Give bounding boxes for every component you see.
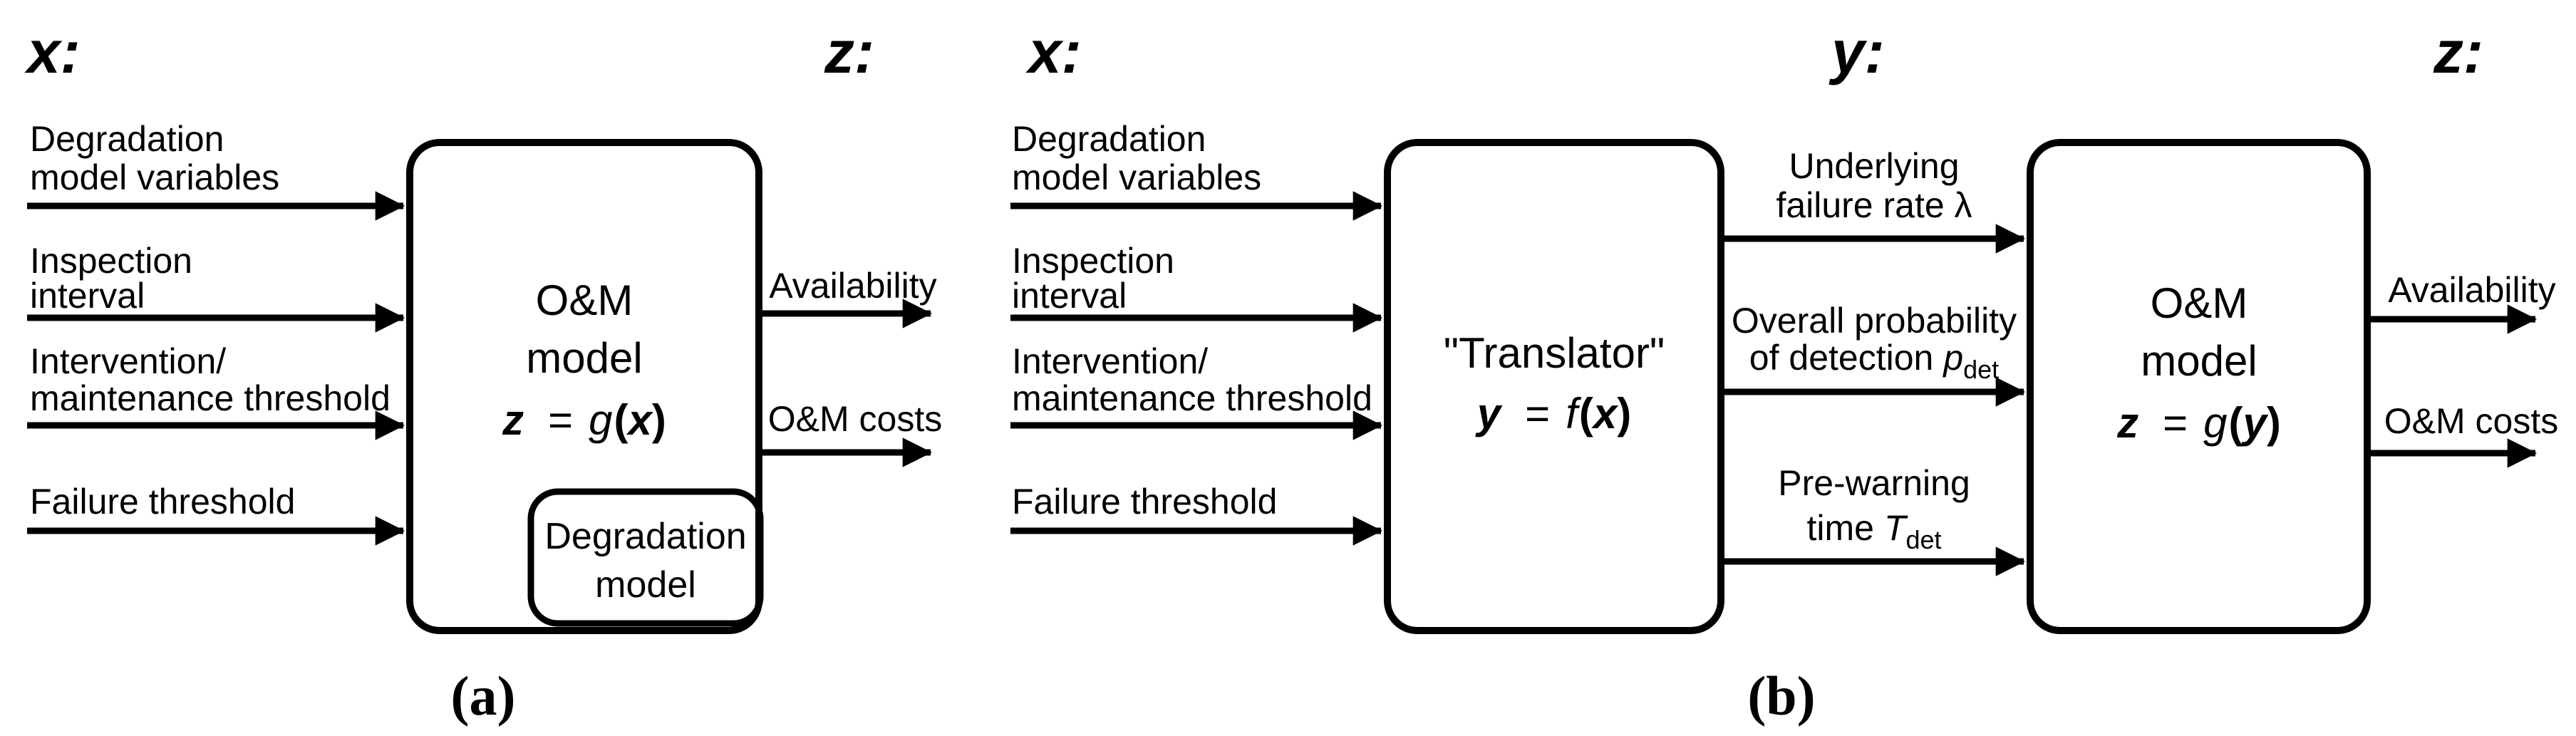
intermediate-label-line: time Tdet (1806, 508, 1941, 554)
om-model-box-a (406, 139, 762, 634)
input-label-line: interval (1012, 276, 1127, 316)
equation-arg: x (626, 396, 654, 444)
om-box-equation: z = g(x) (502, 396, 666, 444)
input-group-intervention-threshold-a: Intervention/ maintenance threshold (27, 341, 405, 440)
label-prefix: time (1806, 508, 1873, 548)
input-label-line: maintenance threshold (1012, 378, 1372, 418)
output-group-availability-b: Availability (2371, 270, 2556, 334)
equation-close-paren: ) (2267, 399, 2281, 447)
input-group-degradation-model-variables-b: Degradation model variables (1010, 119, 1383, 221)
intermediate-label-line: Underlying (1789, 146, 1959, 186)
equation-arg: x (1591, 390, 1619, 437)
input-group-inspection-interval-a: Inspection interval (27, 241, 405, 333)
om-box-title-line1: O&M (536, 276, 633, 324)
equation-lhs: z (502, 396, 524, 444)
input-label-line: Intervention/ (1012, 341, 1208, 381)
om-box-title-line1: O&M (2151, 279, 2248, 327)
caption-b: (b) (1747, 665, 1815, 727)
vector-label-z-b: z: (2433, 19, 2483, 85)
label-subscript: det (1905, 525, 1941, 554)
equation-function: f (1566, 390, 1581, 437)
input-group-degradation-model-variables-a: Degradation model variables (27, 119, 405, 221)
equation-lhs: y (1475, 390, 1503, 437)
om-box-title-line2: model (526, 334, 642, 382)
input-label-line: Failure threshold (1012, 482, 1277, 522)
equation-open-paren: ( (1579, 390, 1593, 437)
input-label-line: Failure threshold (30, 482, 295, 522)
translator-box-equation: y = f(x) (1475, 390, 1631, 437)
label-variable: T (1884, 508, 1908, 548)
intermediate-group-failure-rate: Underlying failure rate λ (1724, 146, 2026, 254)
label-variable: p (1942, 338, 1963, 378)
degradation-box-line2: model (595, 564, 696, 606)
equation-relation: = (548, 396, 573, 444)
om-box-title-line2: model (2141, 337, 2257, 385)
input-label-line: Degradation (30, 119, 224, 159)
input-group-inspection-interval-b: Inspection interval (1010, 241, 1383, 333)
degradation-box-line1: Degradation (544, 516, 746, 557)
translator-box (1384, 139, 1724, 634)
label-subscript: det (1963, 355, 1999, 384)
equation-close-paren: ) (1617, 390, 1631, 437)
label-prefix: of detection (1749, 338, 1934, 378)
equation-open-paren: ( (2229, 399, 2243, 447)
intermediate-label-line: Pre-warning (1778, 463, 1970, 503)
intermediate-label-line: failure rate λ (1776, 185, 1972, 225)
input-group-failure-threshold-b: Failure threshold (1010, 482, 1383, 546)
vector-label-x-a: x: (24, 19, 81, 85)
caption-a: (a) (451, 665, 516, 727)
input-label-line: model variables (30, 157, 279, 197)
input-label-line: Intervention/ (30, 341, 226, 381)
input-label-line: maintenance threshold (30, 378, 390, 418)
input-label-line: Inspection (30, 241, 192, 281)
equation-relation: = (1525, 390, 1550, 437)
input-label-line: Degradation (1012, 119, 1206, 159)
diagram-a: x: z: Degradation model variables Inspec… (24, 19, 942, 727)
input-label-line: model variables (1012, 157, 1261, 197)
intermediate-group-pre-warning-time: Pre-warning time Tdet (1724, 463, 2026, 576)
vector-label-z-a: z: (824, 19, 874, 85)
output-label: O&M costs (768, 399, 942, 439)
output-label: O&M costs (2384, 401, 2558, 441)
vector-label-x-b: x: (1025, 19, 1082, 85)
intermediate-label-line: Overall probability (1732, 301, 2017, 341)
om-model-box-b (2027, 139, 2371, 634)
input-group-intervention-threshold-b: Intervention/ maintenance threshold (1010, 341, 1383, 440)
equation-close-paren: ) (652, 396, 666, 444)
equation-relation: = (2163, 399, 2188, 447)
output-group-availability-a: Availability (762, 266, 937, 328)
om-box-equation: z = g(y) (2116, 399, 2281, 447)
equation-arg: y (2241, 399, 2269, 447)
translator-box-title: "Translator" (1444, 329, 1665, 377)
equation-lhs: z (2116, 399, 2138, 447)
output-label: Availability (769, 266, 936, 306)
input-group-failure-threshold-a: Failure threshold (27, 482, 405, 546)
output-label: Availability (2388, 270, 2555, 310)
output-group-om-costs-b: O&M costs (2371, 401, 2558, 468)
input-label-line: Inspection (1012, 241, 1174, 281)
equation-function: g (589, 396, 612, 444)
equation-open-paren: ( (614, 396, 629, 444)
vector-label-y-b: y: (1828, 19, 1885, 85)
input-label-line: interval (30, 276, 145, 316)
diagram-b: x: y: z: Degradation model variables Ins… (1010, 19, 2558, 727)
equation-function: g (2203, 399, 2227, 447)
output-group-om-costs-a: O&M costs (762, 399, 942, 467)
degradation-model-box (527, 488, 764, 627)
